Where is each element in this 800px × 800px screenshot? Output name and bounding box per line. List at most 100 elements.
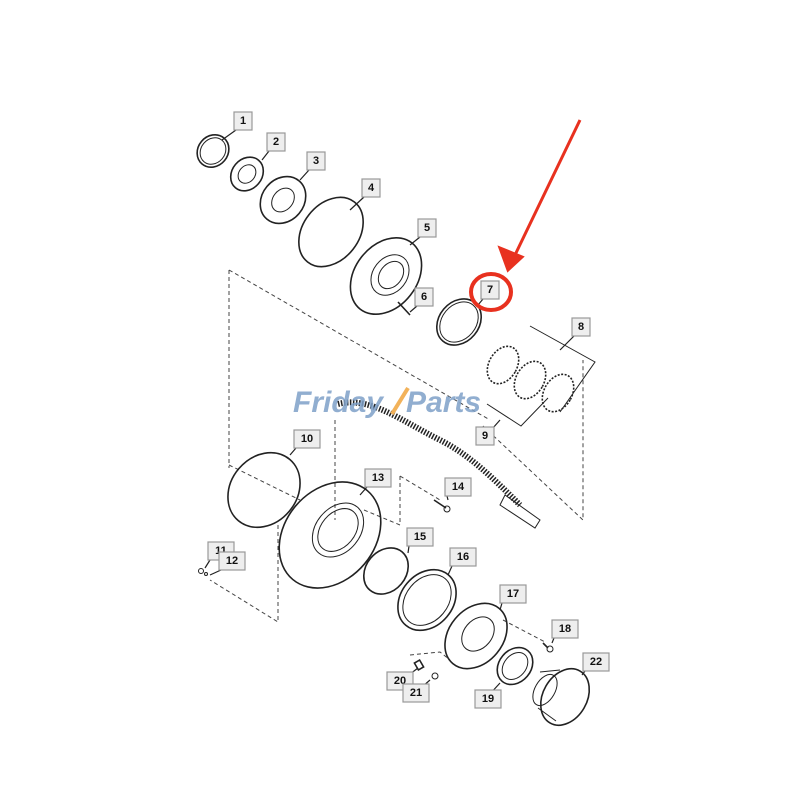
callout-box (499, 584, 527, 604)
callout-number: 13 (372, 472, 384, 484)
part-20-21-fittings (413, 658, 439, 680)
highlight-circle (469, 272, 513, 312)
callout-number: 1 (240, 115, 246, 127)
part-8-9-clutch-discs (486, 325, 596, 427)
callout-box (571, 317, 591, 337)
leader-line (204, 559, 211, 569)
callout-box (402, 683, 430, 703)
part-3-thrust-plate (259, 175, 307, 225)
part-18-bolt (542, 642, 554, 653)
callout-22: 22 (581, 652, 610, 676)
callout-number: 5 (424, 222, 430, 234)
callout-12: 12 (209, 551, 246, 576)
callout-8: 8 (559, 317, 591, 351)
callout-number: 8 (578, 321, 584, 333)
callout-box (474, 689, 502, 709)
leader-line (409, 236, 421, 246)
part-4-o-ring (298, 196, 364, 268)
leader-line (209, 569, 222, 576)
leader-line (349, 196, 365, 211)
callout-9: 9 (475, 419, 501, 446)
callout-2: 2 (261, 132, 286, 161)
part-5-housing (349, 236, 423, 316)
callout-19: 19 (474, 682, 502, 709)
leader-line (409, 305, 418, 313)
callout-box (480, 280, 500, 300)
svg-text:Friday: Friday (293, 386, 384, 419)
callout-number: 3 (313, 155, 319, 167)
part-11-12-fasteners (198, 568, 208, 576)
callout-14: 14 (444, 477, 472, 501)
highlight-annotation (469, 119, 582, 312)
leader-line (261, 150, 270, 161)
callout-17: 17 (499, 584, 527, 611)
red-arrow-icon (497, 119, 582, 273)
part-6-pin (397, 301, 411, 316)
spring-hose (337, 399, 541, 529)
callout-box (293, 429, 321, 449)
callout-number: 10 (301, 433, 313, 445)
leader-line (559, 335, 575, 351)
part-19-seal (496, 646, 534, 686)
part-13-housing (278, 481, 382, 589)
callout-number: 9 (482, 430, 488, 442)
callout-number: 12 (226, 555, 238, 567)
callout-number: 19 (482, 693, 494, 705)
leader-line (447, 565, 453, 576)
callout-13: 13 (359, 468, 392, 496)
callout-number: 4 (368, 182, 375, 194)
svg-text:Parts: Parts (406, 386, 481, 419)
part-2-washer (229, 156, 265, 192)
callout-10: 10 (289, 429, 321, 456)
callout-18: 18 (551, 619, 579, 644)
leader-line (221, 129, 237, 141)
callout-box (414, 287, 434, 307)
callout-number: 22 (590, 656, 602, 668)
part-17-cover (444, 602, 508, 670)
callout-15: 15 (406, 527, 434, 554)
callout-box (361, 178, 381, 198)
callout-box (233, 111, 253, 131)
callout-box (417, 218, 437, 238)
leader-line (581, 670, 586, 676)
callout-number: 18 (559, 623, 571, 635)
callout-number: 16 (457, 551, 469, 563)
part-16-gasket (397, 568, 457, 632)
callout-box (449, 547, 477, 567)
callout-number: 6 (421, 291, 427, 303)
callout-4: 4 (349, 178, 381, 211)
callout-6: 6 (409, 287, 434, 313)
callout-box (306, 151, 326, 171)
part-14-bolt (433, 499, 451, 513)
callout-box (406, 527, 434, 547)
callout-box (364, 468, 392, 488)
callout-box (551, 619, 579, 639)
callout-box (444, 477, 472, 497)
callout-number: 15 (414, 531, 426, 543)
leader-line (446, 495, 449, 501)
leader-line (499, 602, 503, 611)
callout-5: 5 (409, 218, 437, 246)
callout-16: 16 (447, 547, 477, 576)
callout-number: 7 (487, 284, 493, 296)
callout-box (266, 132, 286, 152)
part-10-o-ring (227, 451, 301, 529)
callout-number: 2 (273, 136, 279, 148)
leader-line (359, 486, 368, 496)
callout-7: 7 (477, 280, 500, 306)
leader-line (299, 169, 310, 181)
callout-box (475, 426, 495, 446)
callout-1: 1 (221, 111, 253, 141)
callout-number: 21 (410, 687, 422, 699)
leader-line (289, 447, 297, 456)
callout-box (582, 652, 610, 672)
leader-line (407, 545, 410, 554)
part-15-o-ring (362, 547, 410, 595)
callout-number: 11 (215, 545, 227, 557)
leader-line (551, 637, 555, 644)
callout-number: 14 (452, 481, 465, 493)
callout-box (218, 551, 246, 571)
